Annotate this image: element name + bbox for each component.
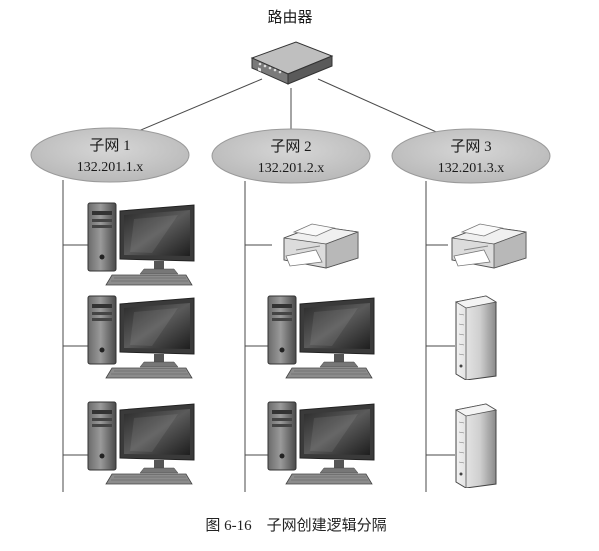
desktop-computer-icon — [87, 202, 195, 286]
subnet-2-devices — [267, 223, 375, 485]
subnet-3: 子网 3 132.201.3.x — [391, 128, 551, 184]
figure-caption: 图 6-16 子网创建逻辑分隔 — [205, 517, 386, 534]
subnet-1-devices — [87, 202, 195, 485]
printer-icon — [451, 223, 527, 269]
desktop-computer-icon — [267, 295, 375, 379]
router-label: 路由器 — [267, 9, 312, 26]
desktop-computer-icon — [267, 401, 375, 485]
subnet-3-address: 132.201.3.x — [438, 161, 505, 176]
subnet-1-ellipse — [30, 127, 190, 183]
router-icon — [251, 41, 333, 85]
subnet-1-title: 子网 1 — [89, 137, 130, 154]
subnet-3-ellipse — [391, 128, 551, 184]
subnet-1: 子网 1 132.201.1.x — [30, 127, 190, 183]
server-tower-icon — [455, 295, 497, 380]
printer-icon — [283, 223, 359, 269]
desktop-computer-icon — [87, 401, 195, 485]
connection-lines — [62, 78, 462, 492]
subnet-1-address: 132.201.1.x — [77, 160, 144, 175]
subnet-2-address: 132.201.2.x — [258, 161, 325, 176]
router-node: 路由器 — [251, 9, 333, 85]
subnet-3-title: 子网 3 — [450, 138, 491, 155]
subnet-2: 子网 2 132.201.2.x — [211, 128, 371, 184]
subnet-2-title: 子网 2 — [270, 138, 311, 155]
subnet-2-ellipse — [211, 128, 371, 184]
subnet-3-devices — [451, 223, 527, 488]
server-tower-icon — [455, 403, 497, 488]
desktop-computer-icon — [87, 295, 195, 379]
